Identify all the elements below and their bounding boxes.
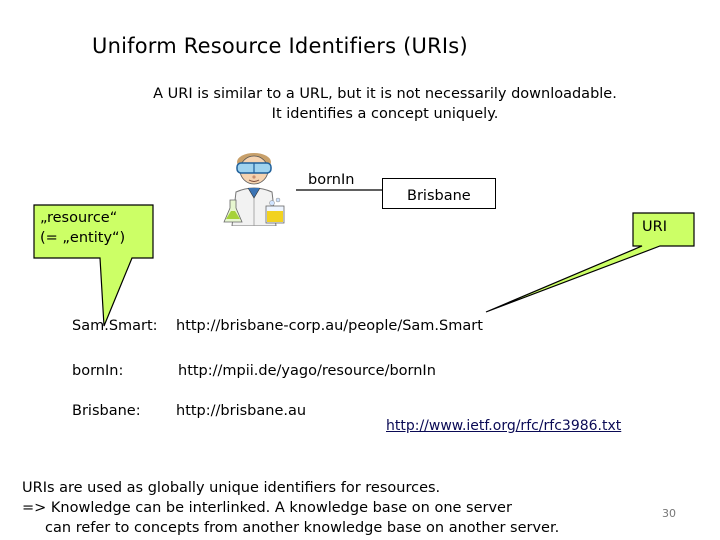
footer-line-1: URIs are used as globally unique identif… [22,478,559,498]
mapping-label-brisbane: Brisbane: [72,403,141,419]
rfc-reference-link[interactable]: http://www.ietf.org/rfc/rfc3986.txt [386,418,621,434]
resource-callout-line-2: (= „entity“) [40,228,150,248]
mapping-uri-sam: http://brisbane-corp.au/people/Sam.Smart [176,318,483,334]
footer-line-2: => Knowledge can be interlinked. A knowl… [22,498,559,518]
mapping-label-bornin: bornIn: [72,363,123,379]
mapping-uri-brisbane: http://brisbane.au [176,403,306,419]
mapping-label-sam: Sam.Smart: [72,318,158,334]
uri-callout-text: URI [642,219,667,235]
resource-callout-text: „resource“ (= „entity“) [40,208,150,248]
mapping-uri-bornin: http://mpii.de/yago/resource/bornIn [178,363,436,379]
resource-callout-line-1: „resource“ [40,208,150,228]
footer-text: URIs are used as globally unique identif… [22,478,559,538]
footer-line-3: can refer to concepts from another knowl… [22,518,559,538]
page-number: 30 [662,507,676,520]
